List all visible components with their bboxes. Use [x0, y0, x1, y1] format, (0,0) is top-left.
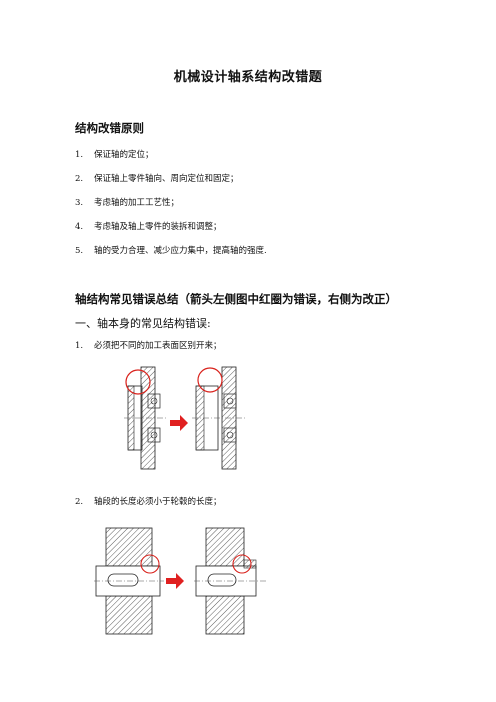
right-arrow-icon — [170, 415, 188, 431]
error-circle-icon — [125, 369, 151, 395]
list-item-number: 2. — [75, 174, 84, 184]
list-item: 5. 轴的受力合理、减少应力集中，提高轴的强度. — [75, 244, 267, 256]
corrected-circle-icon — [232, 554, 252, 574]
list-item-text: 保证轴的定位； — [94, 150, 154, 160]
list-item-text: 考虑轴的加工工艺性； — [94, 198, 180, 208]
list-item-number: 2. — [75, 497, 84, 507]
list-item: 2. 轴段的长度必须小于轮毂的长度； — [75, 495, 222, 507]
error-circle-icon — [140, 554, 160, 574]
list-item-text: 必须把不同的加工表面区别开来； — [94, 341, 222, 351]
subsection-heading: 一、轴本身的常见结构错误: — [75, 317, 211, 330]
corrected-design — [194, 527, 266, 635]
corrected-circle-icon — [197, 367, 223, 393]
list-item-text: 轴段的长度必须小于轮毂的长度； — [94, 497, 222, 507]
document-title: 机械设计轴系结构改错题 — [173, 70, 323, 85]
figure-shaft-length — [94, 527, 266, 635]
list-item-number: 3. — [75, 198, 84, 208]
list-item-text: 考虑轴及轴上零件的装拆和调整； — [94, 222, 222, 232]
wrong-design — [94, 527, 164, 635]
list-item: 3. 考虑轴的加工工艺性； — [75, 196, 179, 208]
figure-machined-surfaces — [124, 366, 246, 470]
list-item: 1. 必须把不同的加工表面区别开来； — [75, 339, 222, 351]
list-item: 2. 保证轴上零件轴向、周向定位和固定； — [75, 172, 239, 184]
list-item: 4. 考虑轴及轴上零件的装拆和调整； — [75, 220, 222, 232]
list-item-number: 5. — [75, 246, 84, 256]
right-arrow-icon — [166, 573, 184, 589]
list-item-text: 轴的受力合理、减少应力集中，提高轴的强度. — [94, 246, 267, 256]
list-item-number: 4. — [75, 222, 84, 232]
list-item-number: 1. — [75, 150, 84, 160]
section-heading-common-errors: 轴结构常见错误总结（箭头左侧图中红圈为错误，右侧为改正） — [75, 292, 397, 306]
section-heading-principles: 结构改错原则 — [75, 121, 144, 135]
corrected-design — [192, 366, 246, 470]
list-item-text: 保证轴上零件轴向、周向定位和固定； — [94, 174, 239, 184]
list-item: 1. 保证轴的定位； — [75, 148, 154, 160]
list-item-number: 1. — [75, 341, 84, 351]
wrong-design — [124, 366, 168, 470]
